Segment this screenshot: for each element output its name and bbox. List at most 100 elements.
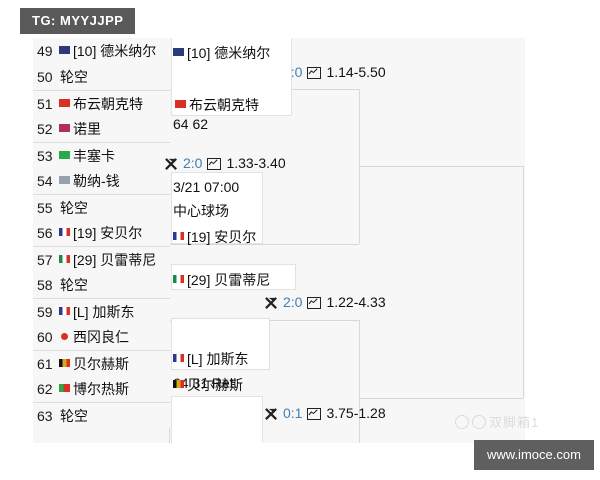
round2-score: 64 31 Ret. xyxy=(173,375,238,391)
country-flag-icon xyxy=(59,150,70,159)
baidu-watermark-text: 双脚箱1 xyxy=(489,415,540,430)
seed-row[interactable]: 56 [19] 安贝尔 xyxy=(33,220,170,246)
country-flag-icon xyxy=(173,275,184,283)
player-name: [10] 德米纳尔 xyxy=(73,43,157,59)
popup-player-bottom: 布云朝克特 xyxy=(175,95,259,115)
popup-player-bottom: [L] 加斯东 xyxy=(173,349,248,369)
tournament-bracket: 49 [10] 德米纳尔 50 轮空 51 布云朝克特 52 诺里 53 xyxy=(33,38,525,443)
seed-row[interactable]: 60 西冈良仁 xyxy=(33,324,170,350)
seed-row[interactable]: 58 轮空 xyxy=(33,272,170,298)
odds-row[interactable]: 2:0 1.33-3.40 xyxy=(164,155,286,171)
seed-number: 51 xyxy=(37,95,53,112)
player-name: 贝尔赫斯 xyxy=(73,355,129,372)
odds-score: 2:0 xyxy=(283,294,303,310)
paw-icon xyxy=(455,414,469,429)
chart-icon xyxy=(307,408,322,420)
country-flag-icon xyxy=(175,100,186,108)
popup-player-top: [29] 贝雷蒂尼 xyxy=(173,270,270,290)
odds-score: 2:0 xyxy=(183,155,203,171)
seed-number: 59 xyxy=(37,303,53,320)
player-name: 轮空 xyxy=(60,69,88,85)
match-popup-box[interactable] xyxy=(171,172,263,244)
country-flag-icon xyxy=(59,358,70,367)
bracket-connector-line xyxy=(523,166,524,398)
seed-number: 54 xyxy=(37,173,53,189)
odds-value: 1.14-5.50 xyxy=(326,64,386,80)
seed-row[interactable]: 59 [L] 加斯东 xyxy=(33,298,170,324)
popup-player-bottom: [19] 安贝尔 xyxy=(173,227,256,247)
player-name: 西冈良仁 xyxy=(73,329,129,345)
seed-number: 62 xyxy=(37,381,53,397)
seed-number: 49 xyxy=(37,43,53,59)
country-flag-icon xyxy=(173,354,184,362)
player-name: 丰塞卡 xyxy=(73,147,115,164)
odds-row[interactable]: 2:0 1.22-4.33 xyxy=(264,294,386,310)
country-flag-icon xyxy=(173,48,184,56)
country-flag-icon xyxy=(59,46,70,54)
chart-icon xyxy=(207,158,222,170)
odds-value: 1.22-4.33 xyxy=(326,294,386,310)
chart-icon xyxy=(307,297,322,309)
seed-row[interactable]: 49 [10] 德米纳尔 xyxy=(33,38,170,64)
match-popup-box[interactable] xyxy=(171,318,270,370)
seed-number: 52 xyxy=(37,121,53,137)
odds-score: 0:1 xyxy=(283,405,303,421)
odds-value: 1.33-3.40 xyxy=(226,155,286,171)
seed-row[interactable]: 52 诺里 xyxy=(33,116,170,142)
player-name: 勒纳-钱 xyxy=(73,173,120,189)
odds-row[interactable]: 0:1 3.75-1.28 xyxy=(264,405,386,421)
country-flag-icon xyxy=(59,254,70,263)
country-flag-icon xyxy=(173,380,184,388)
country-flag-icon xyxy=(59,124,70,132)
bracket-connector-line xyxy=(359,398,523,399)
player-name: 轮空 xyxy=(60,199,88,216)
match-popup-box[interactable] xyxy=(171,38,292,116)
chart-icon xyxy=(307,67,322,79)
country-flag-icon xyxy=(59,384,70,392)
seed-row[interactable]: 51 布云朝克特 xyxy=(33,90,170,116)
popup-player-top: 贝尔赫斯 xyxy=(173,375,243,395)
match-popup-box[interactable] xyxy=(171,264,296,290)
seed-row[interactable]: 61 贝尔赫斯 xyxy=(33,350,170,376)
seed-number: 55 xyxy=(37,199,53,216)
tennis-racket-icon xyxy=(264,407,279,422)
tennis-racket-icon xyxy=(264,296,279,311)
site-watermark: www.imoce.com xyxy=(474,440,594,470)
seed-row[interactable]: 55 轮空 xyxy=(33,194,170,220)
telegram-banner: TG: MYYJJPP xyxy=(20,8,136,34)
seed-row[interactable]: 50 轮空 xyxy=(33,64,170,90)
country-flag-icon xyxy=(173,232,184,240)
seed-row[interactable]: 62 博尔热斯 xyxy=(33,376,170,402)
country-flag-icon xyxy=(59,228,70,236)
seed-number: 50 xyxy=(37,69,53,85)
seed-row[interactable]: 53 丰塞卡 xyxy=(33,142,170,168)
ring-icon xyxy=(472,414,486,429)
bracket-connector-line xyxy=(169,244,359,245)
seed-number: 57 xyxy=(37,251,53,268)
country-flag-icon xyxy=(59,176,70,184)
seed-number: 56 xyxy=(37,225,53,241)
seed-number: 63 xyxy=(37,407,53,424)
player-name: 诺里 xyxy=(73,121,101,137)
seed-number: 53 xyxy=(37,147,53,164)
popup-schedule-time: 3/21 07:00 xyxy=(173,179,240,195)
player-name: 博尔热斯 xyxy=(73,381,129,397)
player-name: [L] 加斯东 xyxy=(73,303,135,320)
seed-number: 60 xyxy=(37,329,53,345)
bracket-connector-line xyxy=(359,320,360,443)
seed-row[interactable]: 54 勒纳-钱 xyxy=(33,168,170,194)
bracket-connector-line xyxy=(359,166,523,167)
seed-number: 58 xyxy=(37,277,53,293)
player-name: 轮空 xyxy=(60,407,88,424)
player-name: 布云朝克特 xyxy=(73,95,143,112)
seed-row[interactable]: 63 轮空 xyxy=(33,402,170,428)
odds-value: 3.75-1.28 xyxy=(326,405,386,421)
seed-list: 49 [10] 德米纳尔 50 轮空 51 布云朝克特 52 诺里 53 xyxy=(33,38,170,428)
country-flag-icon xyxy=(59,98,70,107)
round2-score: 64 62 xyxy=(173,116,209,132)
seed-row[interactable]: 57 [29] 贝雷蒂尼 xyxy=(33,246,170,272)
match-popup-box[interactable] xyxy=(171,396,263,443)
popup-player-top: [10] 德米纳尔 xyxy=(173,43,270,63)
player-name: [29] 贝雷蒂尼 xyxy=(73,251,157,268)
tennis-racket-icon xyxy=(164,157,179,172)
